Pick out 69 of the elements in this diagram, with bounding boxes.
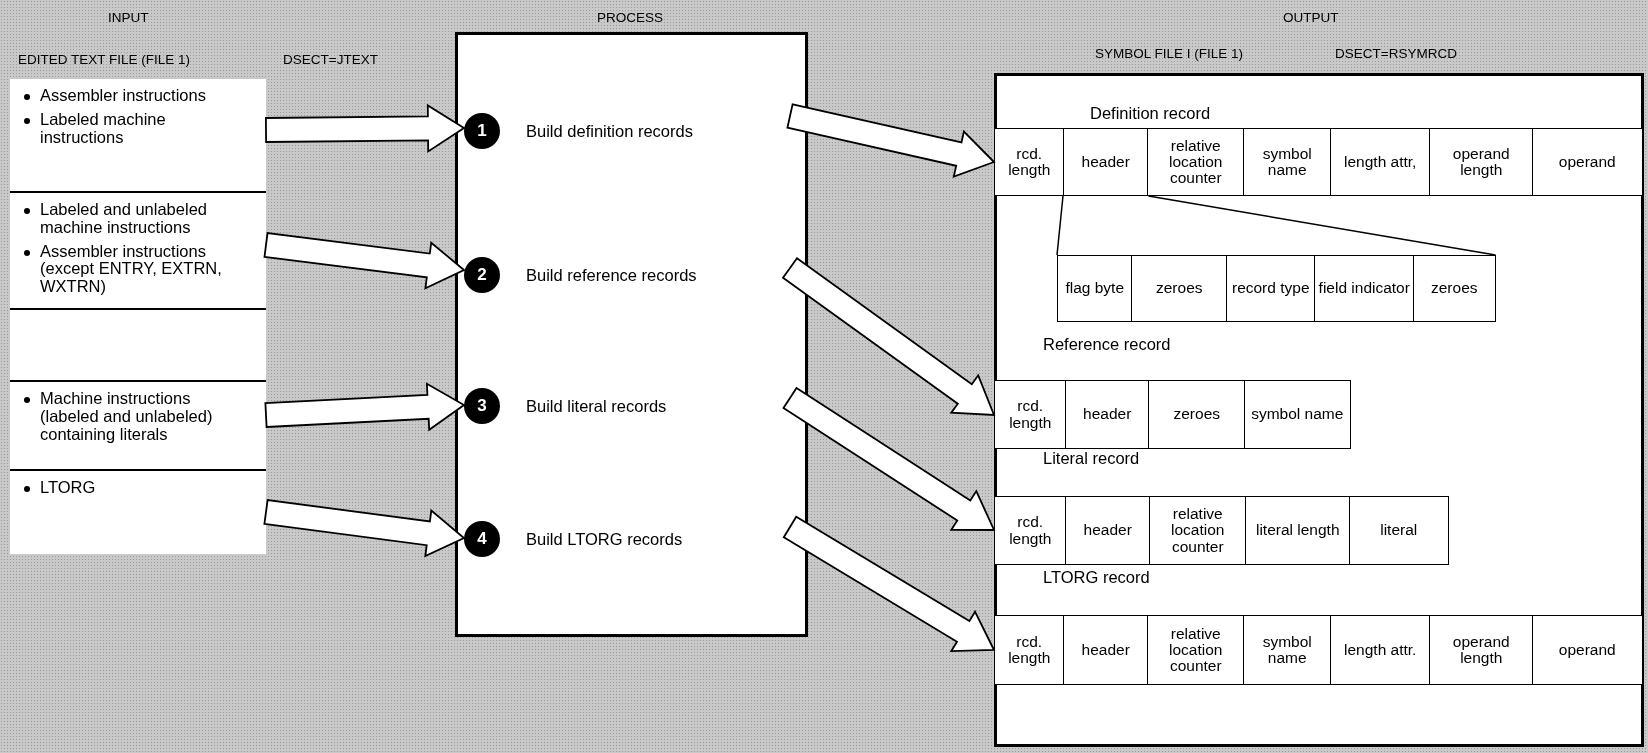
record-field: zeroes [1413, 255, 1496, 322]
file-heading: SYMBOL FILE I (FILE 1) [1095, 46, 1244, 61]
record-field: relative location counter [1147, 128, 1245, 196]
record-title: Literal record [1043, 449, 1140, 468]
record-field: zeroes [1148, 380, 1246, 449]
step-label: Build literal records [526, 396, 667, 416]
record-title: Reference record [1043, 335, 1171, 354]
block-arrow [264, 382, 466, 432]
bullet-text: Labeled and unlabeled machine instructions [40, 201, 208, 237]
block-arrow [263, 499, 466, 558]
input-section [10, 193, 266, 310]
record-field: symbol name [1243, 615, 1332, 685]
file-heading: DSECT=JTEXT [283, 52, 378, 67]
step-number: 3 [464, 388, 500, 424]
record-field: length attr. [1330, 615, 1431, 685]
file-heading: DSECT=RSYMRCD [1335, 46, 1457, 61]
step-label: Build reference records [526, 265, 697, 285]
record-field: length attr, [1330, 128, 1431, 196]
record-field: field indicator [1314, 255, 1415, 322]
bullet-text: Labeled machine instructions [40, 110, 167, 147]
record-field: literal length [1245, 496, 1351, 565]
input-section [10, 382, 266, 471]
column-heading: OUTPUT [1283, 10, 1339, 25]
block-arrow [786, 103, 996, 178]
record-field: symbol name [1244, 380, 1351, 449]
block-arrow [265, 103, 466, 154]
record-title: LTORG record [1043, 568, 1150, 587]
step-number: 2 [464, 257, 500, 293]
record-field: header [1063, 615, 1149, 685]
step-number: 4 [464, 521, 500, 557]
record-field: zeroes [1131, 255, 1228, 322]
record-field: symbol name [1243, 128, 1332, 196]
record-field: rcd. length [994, 380, 1067, 449]
record-field: relative location counter [1149, 496, 1247, 565]
record-field: header [1063, 128, 1149, 196]
record-field: header [1065, 380, 1150, 449]
step-label: Build definition records [526, 121, 693, 141]
record-title: Definition record [1090, 104, 1211, 123]
record-field: rcd. length [994, 496, 1067, 565]
step-number: 1 [464, 113, 500, 149]
record-field: flag byte [1057, 255, 1133, 322]
expansion-line [1056, 195, 1064, 256]
bullet-text: Assembler instructions [40, 87, 206, 105]
record-field: rcd. length [994, 128, 1065, 196]
record-field: operand [1532, 615, 1643, 685]
record-field: record type [1226, 255, 1316, 322]
record-field: relative location counter [1147, 615, 1245, 685]
record-field: literal [1349, 496, 1449, 565]
column-heading: INPUT [108, 10, 149, 25]
input-section [10, 471, 266, 554]
column-heading: PROCESS [597, 10, 664, 25]
process-box [455, 32, 808, 637]
record-field: header [1065, 496, 1151, 565]
input-section [10, 79, 266, 193]
record-field: rcd. length [994, 615, 1065, 685]
expansion-line [1147, 195, 1497, 256]
bullet-text: Assembler instructions (except ENTRY, EXTRN, WXTRN) [40, 242, 223, 297]
file-heading: EDITED TEXT FILE (FILE 1) [18, 52, 191, 67]
input-section [10, 310, 266, 382]
record-field: operand length [1429, 615, 1534, 685]
block-arrow [782, 386, 996, 531]
bullet-text: LTORG [40, 479, 96, 497]
record-field: operand [1532, 128, 1643, 196]
record-field: operand length [1429, 128, 1534, 196]
block-arrow [263, 232, 466, 290]
bullet-text: Machine instructions (labeled and unlabeled) containing literals [40, 390, 214, 444]
block-arrow [781, 257, 996, 416]
block-arrow [782, 515, 996, 653]
step-label: Build LTORG records [526, 529, 683, 549]
